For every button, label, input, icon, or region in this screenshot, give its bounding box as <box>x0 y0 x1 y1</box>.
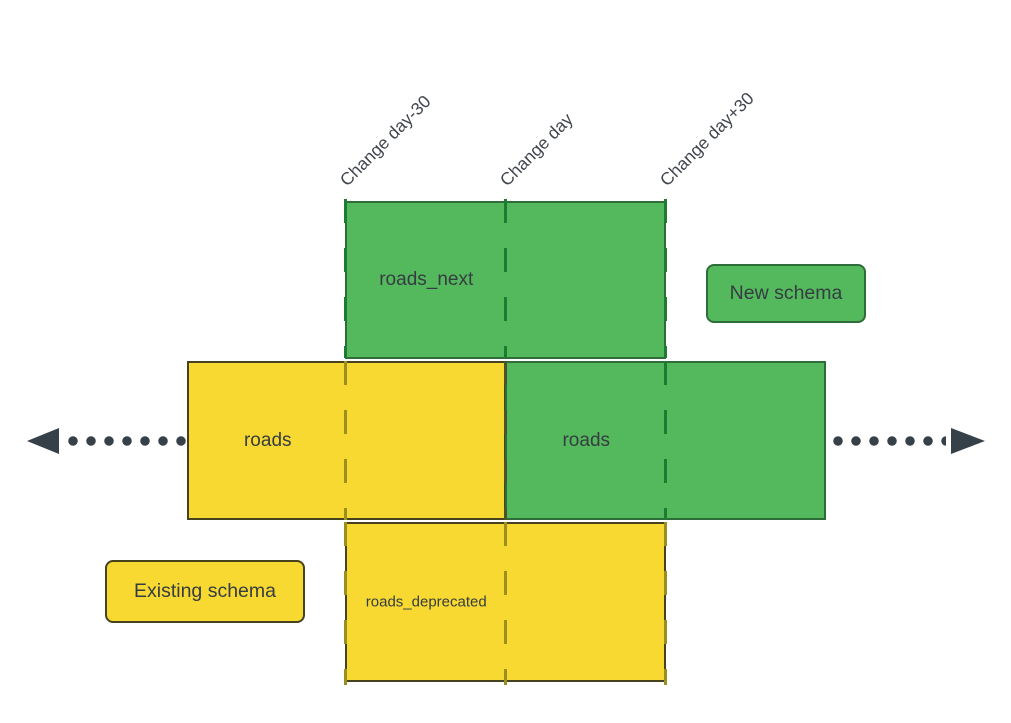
dashed-line-change-day-bottom <box>504 522 507 685</box>
timeline-label-change-day: Change day <box>495 109 577 190</box>
roads-deprecated-label: roads_deprecated <box>365 593 487 611</box>
dashed-line-change-day-mid <box>504 361 507 520</box>
dashed-line-change-day-top <box>504 199 507 358</box>
timeline-label-change-day-plus-30: Change day+30 <box>655 88 758 190</box>
timeline-label-change-day-minus-30: Change day-30 <box>335 91 435 190</box>
roads-existing-label: roads <box>243 429 292 451</box>
dashed-line-day-plus-30-mid <box>664 361 667 520</box>
roads-new-label: roads <box>562 429 611 451</box>
dotted-line-left <box>64 436 187 446</box>
dashed-line-day-plus-30-bottom <box>664 522 667 685</box>
legend-existing-schema: Existing schema <box>105 560 305 623</box>
arrowhead-left-icon <box>27 428 59 454</box>
dashed-line-day-minus-30-mid <box>344 361 347 520</box>
dotted-line-right <box>829 436 946 446</box>
dashed-line-day-minus-30-top <box>344 199 347 358</box>
arrowhead-right-icon <box>951 428 985 454</box>
legend-existing-schema-label: Existing schema <box>134 580 276 602</box>
dashed-line-day-minus-30-bottom <box>344 522 347 685</box>
legend-new-schema: New schema <box>706 264 866 323</box>
roads-next-label: roads_next <box>379 269 474 290</box>
dashed-line-day-plus-30-top <box>664 199 667 358</box>
legend-new-schema-label: New schema <box>729 282 843 304</box>
